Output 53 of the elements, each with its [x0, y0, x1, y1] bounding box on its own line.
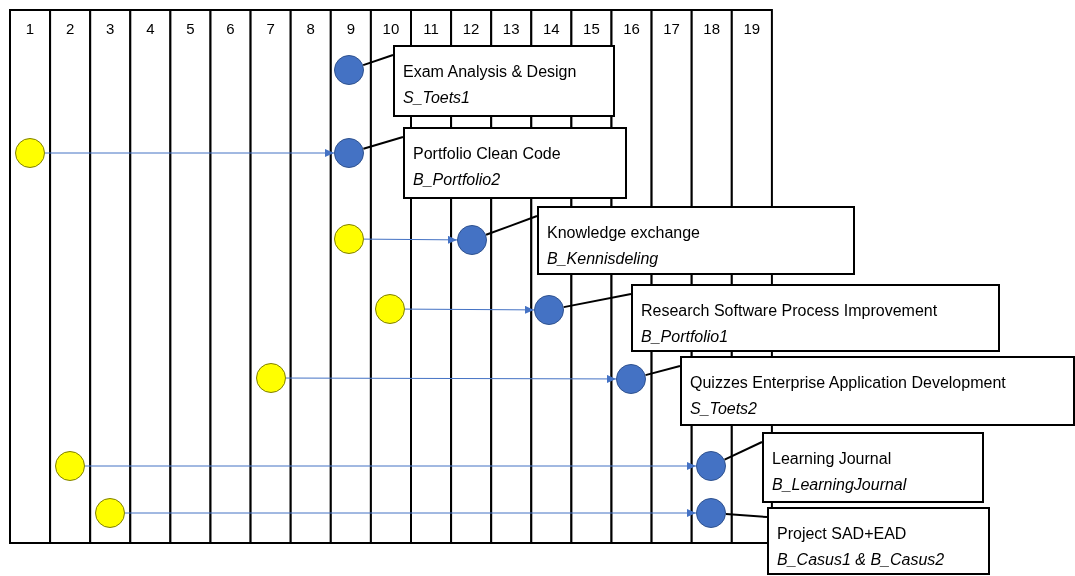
- callout-box: [631, 284, 1000, 352]
- callout-title: Project SAD+EAD: [777, 524, 908, 544]
- callout-code: B_LearningJournal: [772, 475, 908, 495]
- callout-code: B_Portfolio1: [641, 327, 730, 347]
- callout-title: Portfolio Clean Code: [413, 144, 562, 164]
- column-number: 12: [461, 20, 481, 38]
- arrow: [404, 305, 535, 314]
- column-number: 19: [742, 20, 762, 38]
- callout-box: [393, 45, 615, 117]
- column-number: 8: [305, 20, 316, 38]
- column-number: 6: [225, 20, 236, 38]
- leader-line: [362, 54, 394, 67]
- column-number: 7: [265, 20, 276, 38]
- callout-code: B_Casus1 & B_Casus2: [777, 550, 946, 570]
- column-number: 17: [662, 20, 681, 38]
- callout-code: B_Kennisdeling: [547, 249, 660, 269]
- callout-title: Quizzes Enterprise Application Development: [690, 373, 1007, 393]
- column-number: 3: [105, 20, 116, 38]
- column-number: 5: [185, 20, 196, 38]
- leader-line: [362, 136, 404, 150]
- callout-box: [537, 206, 855, 275]
- column-number: 18: [702, 20, 722, 38]
- leader-line: [724, 513, 768, 518]
- callout-title: Exam Analysis & Design: [403, 62, 578, 82]
- arrow: [285, 374, 617, 383]
- callout-title: Learning Journal: [772, 449, 893, 469]
- arrow: [84, 462, 697, 470]
- column-number: 11: [422, 20, 440, 38]
- callout-code: S_Toets1: [403, 88, 471, 108]
- leader-line: [485, 215, 538, 236]
- column-number: 10: [381, 20, 401, 38]
- column-number: 13: [501, 20, 521, 38]
- callout-title: Research Software Process Improvement: [641, 301, 939, 321]
- arrow: [363, 235, 458, 244]
- arrow: [124, 509, 697, 517]
- column-number: 14: [541, 20, 561, 38]
- callout-box: [767, 507, 990, 575]
- callout-code: S_Toets2: [690, 399, 758, 419]
- leader-line: [562, 293, 632, 309]
- leader-line: [644, 365, 681, 377]
- leader-line: [723, 441, 763, 461]
- callout-box: [680, 356, 1075, 426]
- column-number: 1: [24, 20, 36, 38]
- callout-code: B_Portfolio2: [413, 170, 502, 190]
- column-number: 4: [145, 20, 156, 38]
- arrow: [44, 149, 335, 157]
- callout-box: [403, 127, 627, 199]
- column-number: 9: [345, 20, 356, 38]
- column-number: 16: [622, 20, 641, 38]
- column-number: 2: [64, 20, 76, 38]
- callout-box: [762, 432, 984, 503]
- callout-title: Knowledge exchange: [547, 223, 701, 243]
- column-number: 15: [582, 20, 601, 38]
